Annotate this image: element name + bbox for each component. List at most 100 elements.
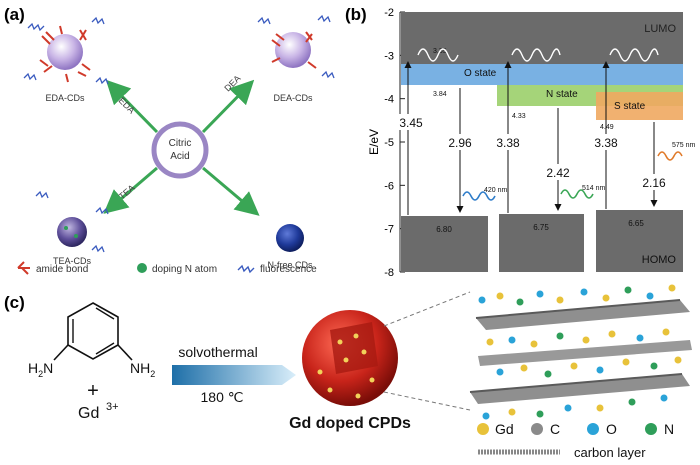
atom <box>536 290 544 298</box>
n-state-bottom: 4.33 <box>512 113 526 120</box>
emit-label-bg-3 <box>640 174 668 190</box>
homo-label: HOMO <box>642 254 677 266</box>
homo-band-1 <box>401 216 488 272</box>
relax-wave-2 <box>511 48 561 62</box>
eda-cds-particle <box>23 16 109 85</box>
carbon-layer-structure <box>469 284 692 420</box>
arrow-dea <box>201 79 255 134</box>
panel-c: (c) H2N NH2 + Gd 3+ solvothermal 180 ℃ G… <box>4 284 692 460</box>
product-label: Gd doped CPDs <box>289 415 411 432</box>
arrow-eda <box>105 79 159 134</box>
homo-value-2: 6.75 <box>533 223 549 232</box>
arrow-tea <box>103 166 158 214</box>
atom <box>556 296 564 304</box>
y-tick-label: -6 <box>384 180 394 192</box>
y-axis-label: E/eV <box>367 129 381 155</box>
emission-1: 420 nm <box>484 187 508 194</box>
absorb-value-3: 3.38 <box>594 136 618 150</box>
emit-value-1: 2.96 <box>448 136 472 150</box>
atom <box>674 356 682 364</box>
panel-b: (b) -2-3-4-5-6-7-8 E/eV LUMO O state N s… <box>345 5 696 279</box>
emit-value-2: 2.42 <box>546 166 570 180</box>
atom <box>660 394 668 402</box>
reagent-eda: EDA <box>117 95 137 115</box>
emit-label-bg-2 <box>544 164 572 180</box>
atom <box>624 286 632 294</box>
panel-a-label: (a) <box>4 5 25 24</box>
m-phenylenediamine-structure <box>53 302 133 361</box>
atom <box>628 398 636 406</box>
panel-b-label: (b) <box>345 5 367 24</box>
atom <box>570 362 578 370</box>
citric-acid-ring <box>151 121 209 179</box>
homo-value-3: 6.65 <box>628 219 644 228</box>
product-nfree: N-free CDs <box>267 260 313 270</box>
emission-wave-3 <box>657 151 683 161</box>
absorb-value-1: 3.45 <box>399 116 423 130</box>
homo-band-3 <box>596 210 683 272</box>
arrow-nfree <box>202 166 260 216</box>
emit-value-3: 2.16 <box>642 176 666 190</box>
atom <box>478 296 486 304</box>
atom <box>582 336 590 344</box>
panel-a: (a) Citric Acid EDA DEA TEA <box>4 5 335 275</box>
amine-right: NH2 <box>130 360 155 379</box>
connector-top <box>383 291 471 327</box>
y-tick-label: -8 <box>384 267 394 279</box>
emit-label-bg-1 <box>446 134 474 150</box>
emission-2: 514 nm <box>582 185 606 192</box>
product-eda: EDA-CDs <box>45 93 85 103</box>
atom <box>556 332 564 340</box>
connector-bottom <box>383 391 471 411</box>
atom <box>520 364 528 372</box>
emission-3: 575 nm <box>672 142 696 149</box>
atom <box>662 328 670 336</box>
atom <box>530 340 538 348</box>
legend-gd: Gd <box>495 421 514 437</box>
product-tea: TEA-CDs <box>53 256 91 266</box>
relax-wave-3 <box>609 48 659 62</box>
y-tick-label: -2 <box>384 7 394 19</box>
gd-ion: Gd <box>78 405 99 422</box>
tea-cds-particle <box>35 190 109 253</box>
doping-n-atom-icon <box>137 263 147 273</box>
amide-bond-icon <box>17 261 30 275</box>
atom <box>486 338 494 346</box>
atom <box>516 298 524 306</box>
atom <box>596 404 604 412</box>
atom <box>668 284 676 292</box>
legend-fluorescence: fluorescence <box>260 264 317 275</box>
plus-sign: + <box>87 380 99 402</box>
citric-label-1: Citric <box>169 138 192 149</box>
atom <box>622 358 630 366</box>
legend-o-atom <box>587 423 599 435</box>
emission-wave-1 <box>462 191 496 201</box>
atom <box>496 292 504 300</box>
reagent-tea: TEA <box>117 183 137 202</box>
absorb-value-2: 3.38 <box>496 136 520 150</box>
s-state-label: S state <box>614 101 646 112</box>
legend-amide: amide bond <box>36 264 88 275</box>
panel-c-legend: Gd C O N carbon layer <box>477 421 674 460</box>
y-tick-label: -3 <box>384 50 394 62</box>
arrow-bottom-label: 180 ℃ <box>201 389 244 405</box>
o-state-bottom: 3.84 <box>433 91 447 98</box>
atom <box>580 288 588 296</box>
atom <box>646 292 654 300</box>
n-free-cds-particle <box>276 224 304 252</box>
atom <box>508 336 516 344</box>
legend-n-atom <box>645 423 657 435</box>
atom <box>508 408 516 416</box>
atom <box>482 412 490 420</box>
reagent-dea: DEA <box>222 73 242 93</box>
legend-c-atom <box>531 423 543 435</box>
atom <box>636 334 644 342</box>
absorb-label-bg-1 <box>397 114 425 130</box>
atom <box>650 362 658 370</box>
legend-n: N <box>664 421 674 437</box>
o-state-band <box>401 64 683 85</box>
s-state-bottom: 4.49 <box>600 124 614 131</box>
legend-o: O <box>606 421 617 437</box>
legend-c: C <box>550 421 560 437</box>
